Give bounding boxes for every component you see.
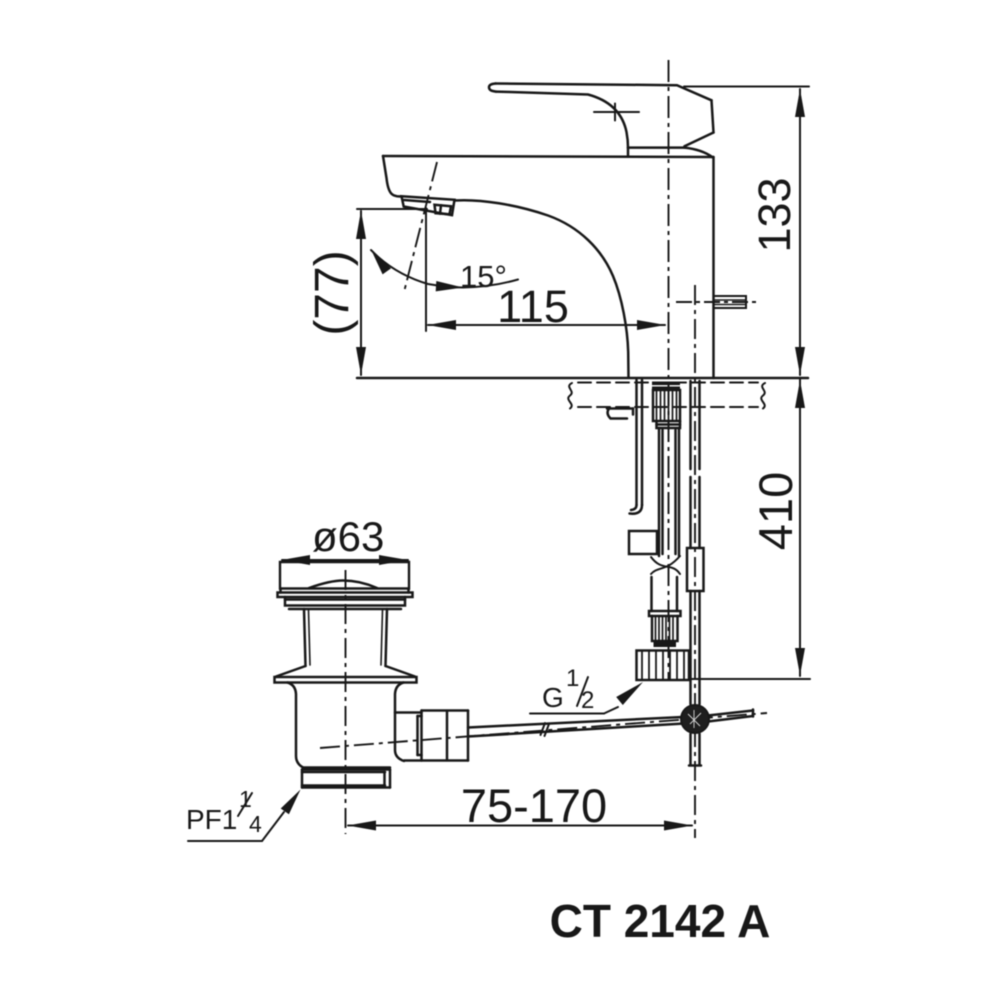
svg-text:410: 410 [749, 472, 802, 550]
svg-text:115: 115 [497, 281, 569, 332]
svg-text:133: 133 [749, 177, 800, 252]
svg-text:4: 4 [249, 811, 262, 837]
svg-text:G: G [542, 682, 564, 713]
svg-text:15°: 15° [460, 259, 507, 294]
svg-text:1: 1 [239, 786, 252, 812]
svg-text:PF1: PF1 [186, 804, 237, 835]
svg-text:CT 2142 A: CT 2142 A [550, 895, 771, 947]
svg-text:1: 1 [566, 665, 579, 692]
svg-text:75-170: 75-170 [461, 779, 607, 832]
svg-text:2: 2 [581, 687, 594, 714]
svg-text:(77): (77) [306, 250, 359, 335]
svg-text:ø63: ø63 [312, 513, 384, 560]
